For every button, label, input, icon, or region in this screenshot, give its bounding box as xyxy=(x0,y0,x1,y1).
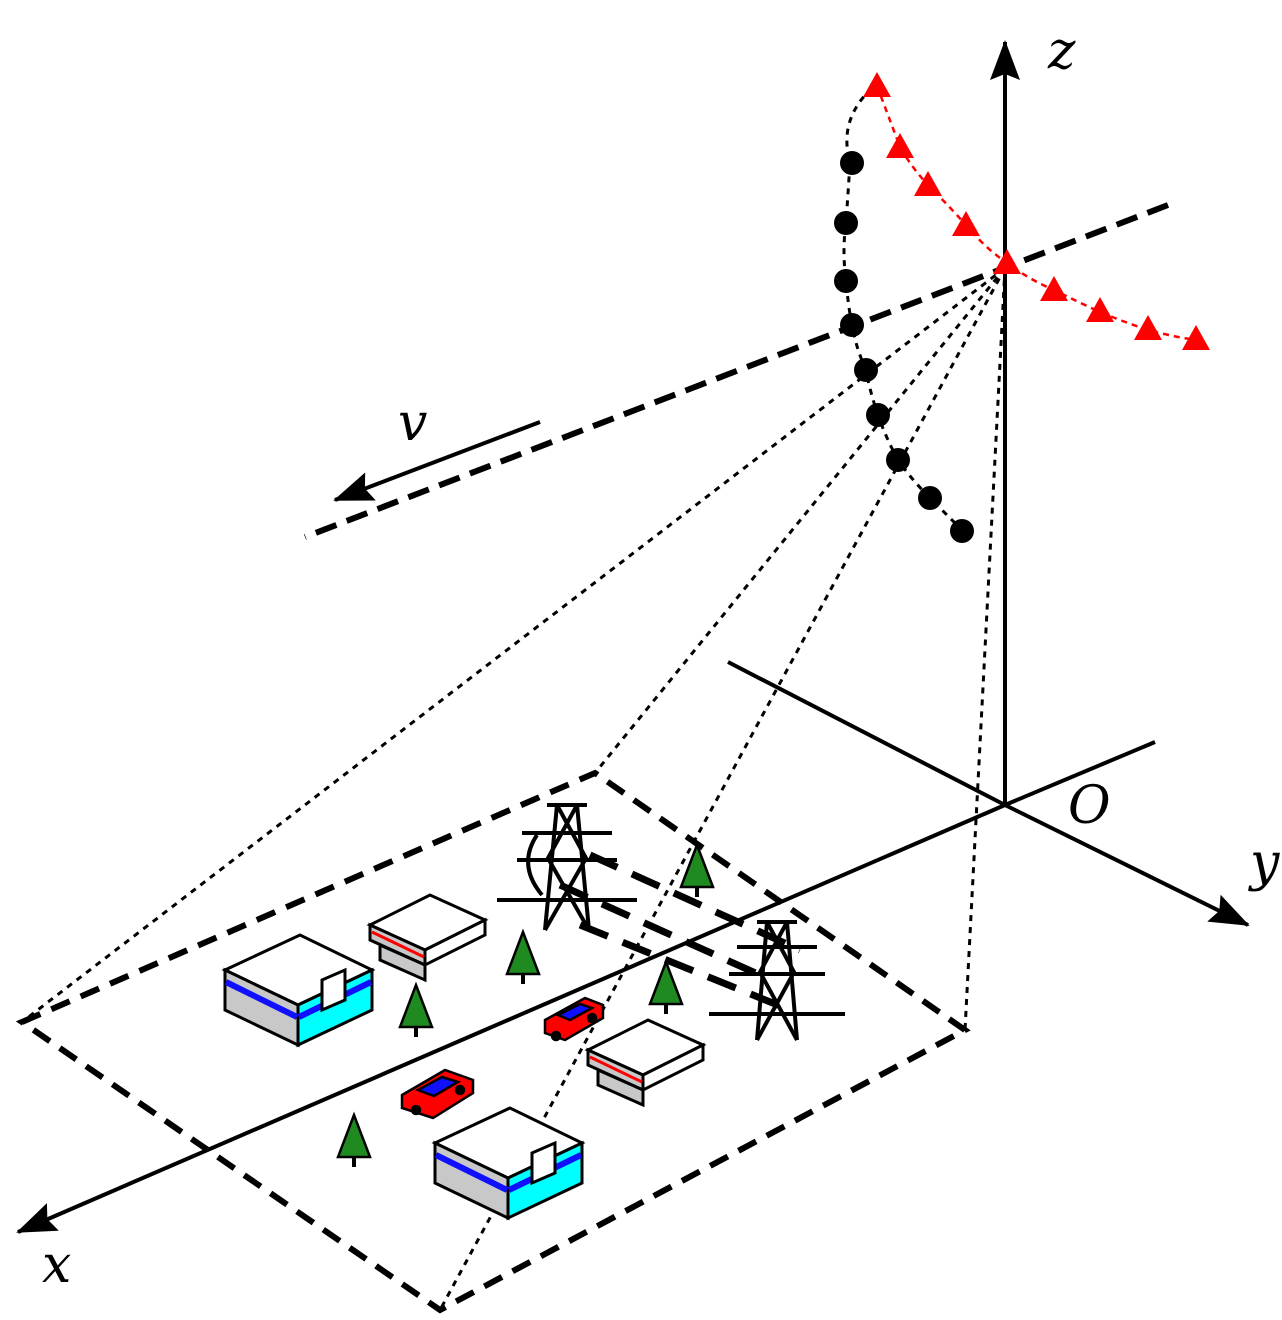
beam-line-far xyxy=(593,267,1007,774)
triangle-marker xyxy=(993,249,1021,274)
dot-marker xyxy=(886,448,910,472)
y-axis xyxy=(1004,803,1250,927)
triangle-marker xyxy=(952,211,980,236)
building-icon xyxy=(221,933,376,1048)
triangle-marker xyxy=(914,171,942,196)
dot-marker xyxy=(866,403,890,427)
trees xyxy=(336,841,715,1167)
triangle-markers xyxy=(863,72,1210,350)
dot-marker xyxy=(840,313,864,337)
velocity-label: v xyxy=(398,393,427,453)
car-icon xyxy=(543,996,605,1042)
dot-marker xyxy=(918,486,942,510)
axes xyxy=(16,40,1250,1234)
car-icon xyxy=(400,1068,475,1120)
flight-track xyxy=(303,202,1170,540)
dot-markers xyxy=(834,151,974,543)
triangle-marker xyxy=(1182,325,1210,350)
dot-marker xyxy=(834,269,858,293)
beam-line-right xyxy=(963,267,1007,1031)
dot-trajectory-curve xyxy=(842,86,964,532)
tree-icon xyxy=(648,958,684,1014)
tree-icon xyxy=(505,928,541,984)
negative-x-axis xyxy=(1004,740,1156,807)
tree-icon xyxy=(336,1111,372,1167)
tree-icon xyxy=(398,981,434,1037)
triangle-marker xyxy=(886,133,914,158)
building-icon xyxy=(431,1106,586,1221)
tree-icon xyxy=(679,841,715,897)
power-lines xyxy=(558,851,802,1014)
x-axis xyxy=(16,803,1006,1234)
triangle-marker xyxy=(863,72,891,97)
transmission-tower-icon xyxy=(709,920,845,1041)
dot-marker xyxy=(854,358,878,382)
triangle-marker xyxy=(1040,276,1068,301)
triangle-marker xyxy=(1086,297,1114,322)
y-axis-label: y xyxy=(1248,833,1280,893)
beam-line-left xyxy=(21,266,1006,1024)
x-axis-label: x xyxy=(42,1235,71,1295)
negative-y-axis xyxy=(727,660,1006,807)
dot-marker xyxy=(834,211,858,235)
building-icon xyxy=(584,1018,707,1108)
transmission-tower-icon xyxy=(497,803,637,931)
z-axis-label: z xyxy=(1047,21,1076,81)
ground-footprint xyxy=(15,769,971,1314)
building-icon xyxy=(366,893,489,983)
velocity-arrow xyxy=(333,420,541,502)
origin-label: O xyxy=(1068,776,1111,836)
dot-marker xyxy=(950,519,974,543)
dot-marker xyxy=(840,151,864,175)
triangle-marker xyxy=(1134,315,1162,340)
